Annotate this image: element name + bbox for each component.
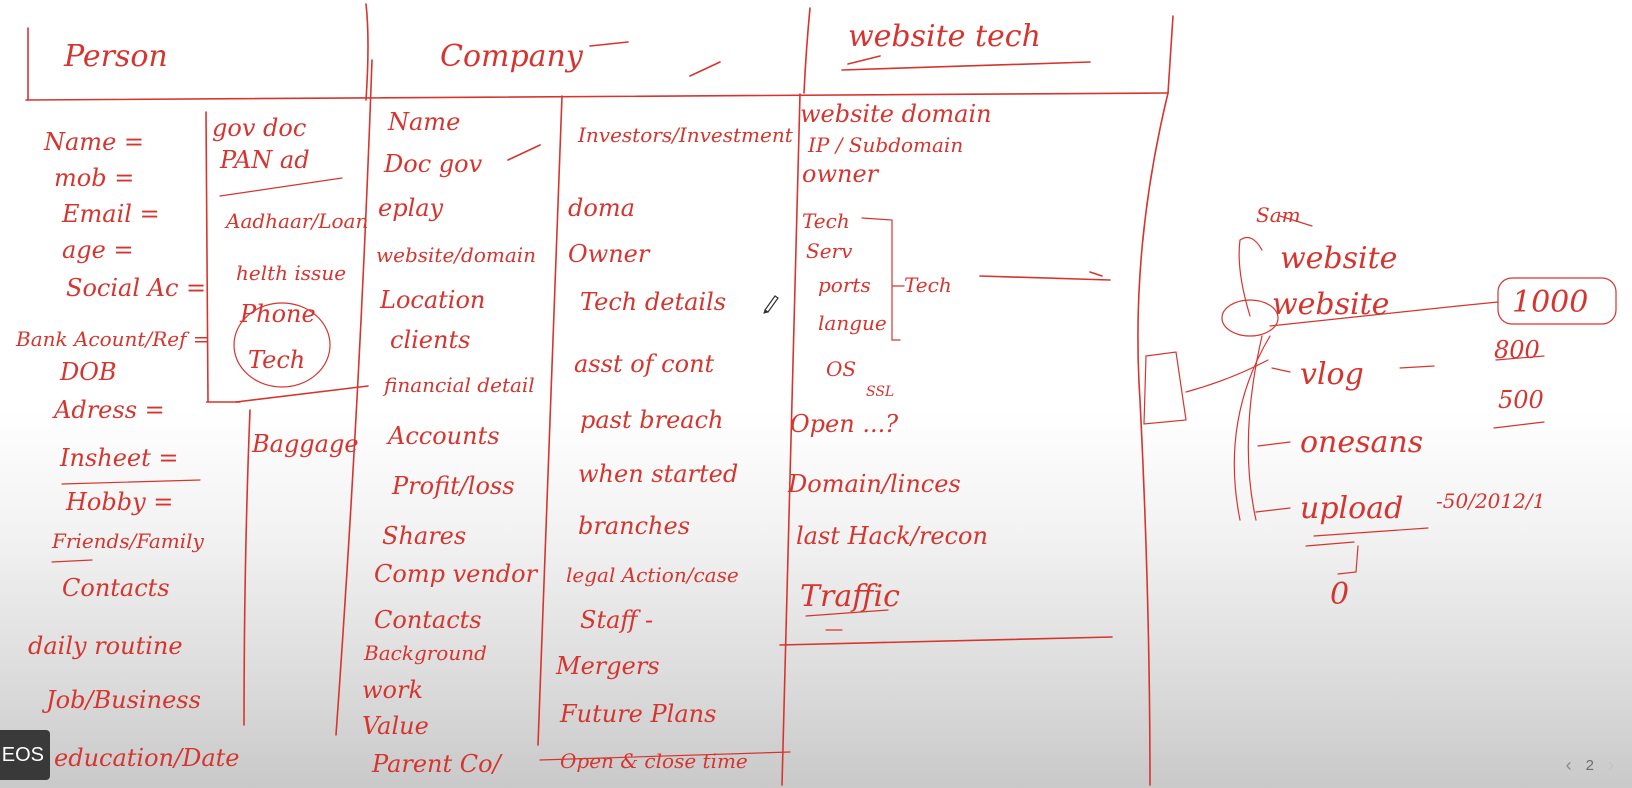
prev-page-icon[interactable]: ‹ <box>1565 754 1572 775</box>
list-item: Hobby = <box>65 488 173 516</box>
list-item: Social Ac = <box>66 274 206 302</box>
list-item: Profit/loss <box>391 472 515 500</box>
pen-cursor-icon <box>763 295 779 314</box>
box-shape <box>1143 351 1187 425</box>
list-item: Doc gov <box>383 150 483 178</box>
list-item: Accounts <box>386 422 500 450</box>
header-website-tech: website tech <box>848 19 1041 54</box>
list-item: website/domain <box>376 243 536 267</box>
list-item: branches <box>578 512 690 540</box>
list-item: Aadhaar/Loan <box>224 209 368 233</box>
list-item: daily routine <box>28 632 183 660</box>
list-item: Open ...? <box>790 410 898 438</box>
company-fields-2: Investors/Investment doma Owner Tech det… <box>539 123 794 773</box>
list-item: Bank Acount/Ref = <box>15 327 210 351</box>
count-1: 1000 <box>1512 285 1588 320</box>
site-diagram: Sam website website 1000 vlog 800 onesan… <box>1221 203 1617 612</box>
diagram-root: website <box>1280 241 1397 276</box>
list-item: langue <box>818 311 887 335</box>
header-company: Company <box>440 39 584 74</box>
list-item: Future Plans <box>559 700 716 728</box>
diagram-mid: website <box>1272 287 1389 322</box>
list-item: Tech details <box>580 288 726 316</box>
list-item: Baggage <box>251 430 359 458</box>
list-item: Friends/Family <box>51 529 205 553</box>
header-person: Person <box>63 39 168 74</box>
list-item: Tech <box>802 209 850 233</box>
list-item: Traffic <box>800 579 900 614</box>
list-item: Contacts <box>374 606 482 634</box>
list-item: owner <box>802 160 880 188</box>
list-item: Insheet = <box>59 444 179 472</box>
upload-date: -50/2012/1 <box>1436 489 1545 513</box>
list-item: Parent Co/ <box>371 750 504 778</box>
list-item: helth issue <box>236 261 346 285</box>
count-3: 500 <box>1498 386 1544 414</box>
list-item: last Hack/recon <box>796 522 988 550</box>
list-item: OS <box>826 357 856 381</box>
list-item: Investors/Investment <box>577 123 794 147</box>
videos-badge[interactable]: EOS <box>0 730 50 780</box>
list-item: DOB <box>59 358 117 386</box>
list-item: Contacts <box>62 574 170 602</box>
list-item: Location <box>379 286 485 314</box>
list-item: education/Date <box>54 744 239 772</box>
list-item: age = <box>62 236 134 264</box>
list-item: Value <box>362 712 429 740</box>
child-1: vlog <box>1300 357 1364 392</box>
person-docs: gov doc PAN ad Aadhaar/Loan helth issue … <box>212 114 368 458</box>
list-item: Staff - <box>580 606 653 634</box>
list-item: IP / Subdomain <box>807 133 963 157</box>
website-fields: website domain IP / Subdomain owner Tech… <box>787 100 992 631</box>
page-number: 2 <box>1585 756 1594 774</box>
list-item: Serv <box>806 239 853 263</box>
list-item: eplay <box>378 194 444 222</box>
list-item: Name <box>387 108 460 136</box>
list-item: work <box>362 676 423 704</box>
list-item: when started <box>578 460 738 488</box>
next-page-icon[interactable]: › <box>1608 754 1614 775</box>
list-item: Name = <box>43 128 144 156</box>
list-item: legal Action/case <box>566 563 739 587</box>
diagram-zero: 0 <box>1330 577 1349 612</box>
child-3: upload <box>1300 491 1403 526</box>
list-item: PAN ad <box>219 146 310 174</box>
list-item: Open & close time <box>560 749 748 773</box>
list-item: ports <box>818 273 871 297</box>
table-lines <box>25 3 1174 786</box>
os-subnote: SSL <box>866 384 894 400</box>
list-item: Owner <box>568 240 651 268</box>
list-item: past breach <box>580 406 724 434</box>
list-item: Comp vendor <box>374 560 539 588</box>
list-item: website domain <box>800 100 992 128</box>
list-item: Phone <box>239 300 316 328</box>
company-fields: Name Doc gov eplay website/domain Locati… <box>362 108 539 778</box>
list-item: Email = <box>61 200 160 228</box>
list-item: Mergers <box>555 652 660 680</box>
list-item: Job/Business <box>41 686 201 714</box>
list-item: Background <box>363 641 487 665</box>
diagram-top: Sam <box>1256 203 1301 227</box>
list-item: financial detail <box>382 373 535 397</box>
tech-bracket-label: Tech <box>904 273 952 297</box>
list-item: Shares <box>382 522 466 550</box>
list-item: doma <box>568 194 635 222</box>
child-2: onesans <box>1300 425 1423 460</box>
list-item: clients <box>390 326 470 354</box>
list-item: mob = <box>54 164 134 192</box>
list-item: Domain/linces <box>787 470 961 498</box>
list-item: gov doc <box>212 114 306 142</box>
pager: ‹ 2 › <box>1566 754 1614 776</box>
videos-badge-label: EOS <box>1 743 44 766</box>
person-fields: Name = mob = Email = age = Social Ac = B… <box>15 128 239 772</box>
list-item: asst of cont <box>574 350 715 378</box>
list-item: Adress = <box>52 396 165 424</box>
list-item: Tech <box>248 346 305 374</box>
